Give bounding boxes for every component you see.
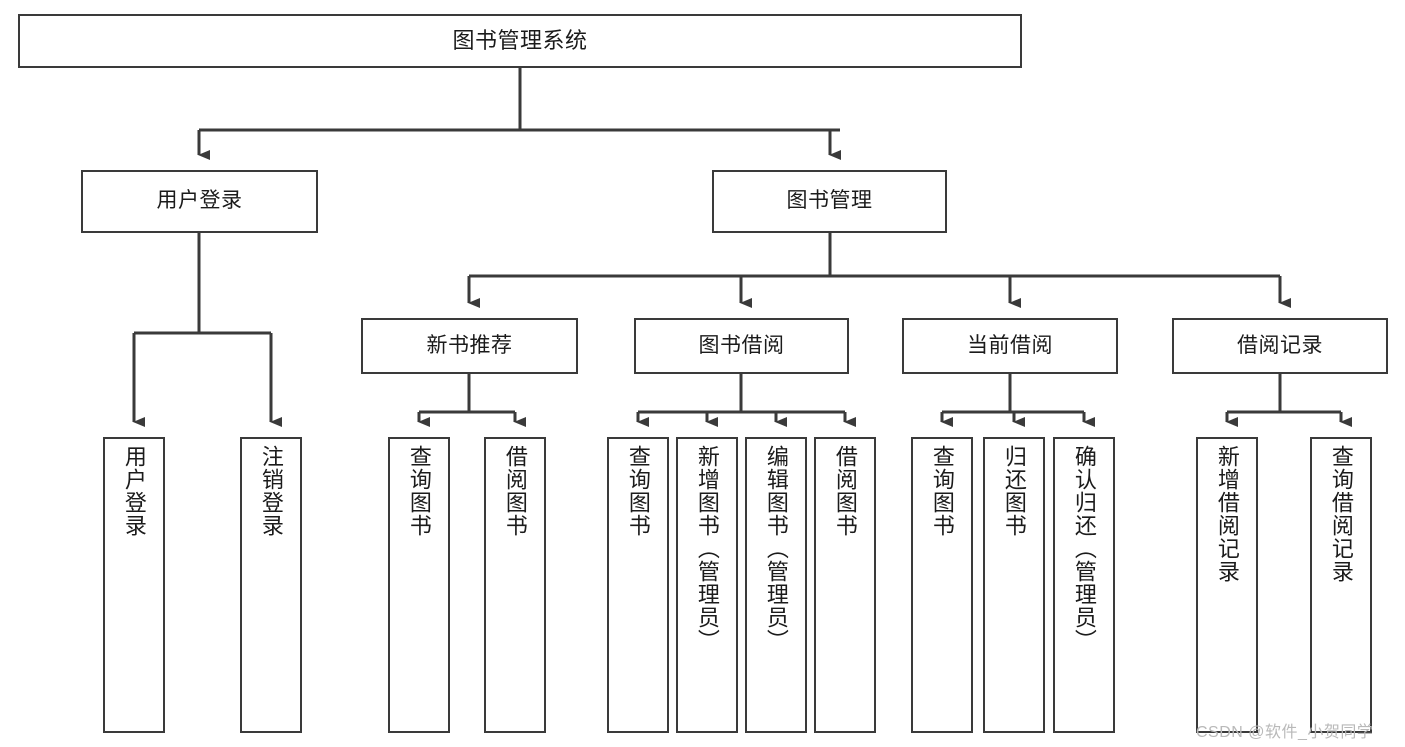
leaf-node[interactable]: 查询图书 xyxy=(911,437,973,733)
leaf-node-label: 查询借阅记录 xyxy=(1328,445,1354,583)
leaf-node-label: 新增借阅记录 xyxy=(1214,445,1240,583)
leaf-node[interactable]: 确认归还（管理员） xyxy=(1053,437,1115,733)
node-current-borrow[interactable]: 当前借阅 xyxy=(902,318,1118,374)
node-book-borrow-label: 图书借阅 xyxy=(698,333,785,357)
node-book-management-label: 图书管理 xyxy=(786,189,873,213)
leaf-node[interactable]: 编辑图书（管理员） xyxy=(745,437,807,733)
leaf-node[interactable]: 用户登录 xyxy=(103,437,165,733)
node-book-management[interactable]: 图书管理 xyxy=(712,170,947,233)
leaf-node[interactable]: 归还图书 xyxy=(983,437,1045,733)
leaf-node-label: 注销登录 xyxy=(258,445,284,537)
leaf-node-label: 查询图书 xyxy=(625,445,651,537)
leaf-node[interactable]: 注销登录 xyxy=(240,437,302,733)
node-new-book-recommend-label: 新书推荐 xyxy=(426,333,513,357)
leaf-node[interactable]: 查询图书 xyxy=(388,437,450,733)
csdn-watermark: CSDN @软件_小贺同学 xyxy=(1196,724,1374,741)
node-book-borrow[interactable]: 图书借阅 xyxy=(634,318,849,374)
node-borrow-record[interactable]: 借阅记录 xyxy=(1172,318,1388,374)
leaf-node[interactable]: 借阅图书 xyxy=(484,437,546,733)
leaf-node[interactable]: 查询图书 xyxy=(607,437,669,733)
leaf-node[interactable]: 新增图书（管理员） xyxy=(676,437,738,733)
leaf-node-label: 查询图书 xyxy=(929,445,955,537)
leaf-node[interactable]: 新增借阅记录 xyxy=(1196,437,1258,733)
leaf-node-label: 归还图书 xyxy=(1001,445,1027,537)
node-user-login[interactable]: 用户登录 xyxy=(81,170,318,233)
node-current-borrow-label: 当前借阅 xyxy=(967,333,1053,357)
leaf-node-label: 借阅图书 xyxy=(502,445,528,537)
node-user-login-label: 用户登录 xyxy=(156,189,243,213)
node-root-label: 图书管理系统 xyxy=(452,28,588,54)
node-root[interactable]: 图书管理系统 xyxy=(18,14,1022,68)
leaf-node[interactable]: 查询借阅记录 xyxy=(1310,437,1372,733)
node-borrow-record-label: 借阅记录 xyxy=(1237,333,1323,357)
node-new-book-recommend[interactable]: 新书推荐 xyxy=(361,318,578,374)
leaf-node-label: 确认归还（管理员） xyxy=(1071,445,1097,652)
leaf-node-label: 用户登录 xyxy=(121,445,147,537)
leaf-node-label: 新增图书（管理员） xyxy=(694,445,720,652)
leaf-node-label: 编辑图书（管理员） xyxy=(763,445,789,652)
leaf-node-label: 借阅图书 xyxy=(832,445,858,537)
leaf-node[interactable]: 借阅图书 xyxy=(814,437,876,733)
leaf-node-label: 查询图书 xyxy=(406,445,432,537)
